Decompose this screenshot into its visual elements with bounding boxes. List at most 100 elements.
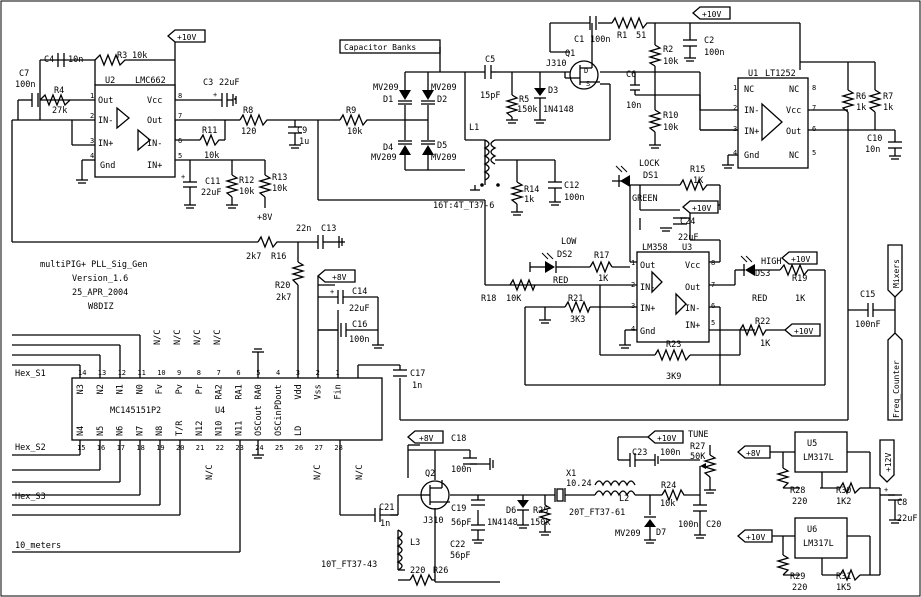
flag-10v-u6-text: +10V: [746, 533, 765, 542]
c5-value: 15pF: [480, 91, 500, 101]
r21-ref: R21: [568, 294, 583, 304]
r31-ref: R31: [836, 572, 851, 582]
r30-value: 1K2: [836, 497, 851, 507]
svg-text:4: 4: [733, 149, 737, 157]
u4-top-pin-label: PDout: [274, 384, 284, 410]
u4-top-pin-label: RA1: [234, 384, 244, 399]
inductor-l3: L3 10T_FT37-43: [321, 529, 420, 571]
c10-value: 10n: [865, 145, 880, 155]
u4-nc-top: N/C: [153, 330, 163, 345]
u4-top-pin-label: Fin: [333, 384, 343, 399]
flag-8v-u4-text: +8V: [332, 273, 347, 282]
led-ds3: HIGH DS3 RED: [735, 255, 781, 304]
u4-top-pin-label: N0: [135, 384, 145, 394]
u4-top-pin-number: 6: [236, 369, 240, 377]
c6-ref: C6: [626, 70, 636, 80]
resistor-r6: R6 1k: [840, 89, 866, 113]
u4-top-pin-number: 13: [98, 369, 106, 377]
flag-8v-u5-text: +8V: [746, 449, 761, 458]
c8-ref: C8: [897, 498, 907, 508]
r12-value: 10k: [239, 187, 254, 197]
r15-ref: R15: [690, 165, 705, 175]
resistor-r28: R28 220: [775, 467, 807, 507]
u4-bottom-pin-number: 22: [216, 444, 224, 452]
d7-value: MV209: [615, 529, 641, 539]
u4-top-pin-label: Vdd: [294, 384, 304, 399]
c17-ref: C17: [410, 369, 425, 379]
u4-bottom-pin-label: N11: [234, 421, 244, 436]
capacitor-c3: C3 22uF +: [203, 78, 239, 107]
c21-value: 1n: [380, 519, 390, 529]
r4-value: 27k: [52, 106, 67, 116]
capacitor-c12: C12 100n: [548, 181, 584, 206]
r16-value: 2k7: [246, 252, 261, 262]
d5-ref: D5: [437, 141, 447, 151]
capacitor-c22: C22 56pF: [450, 524, 485, 561]
q2-wiring: [390, 444, 595, 583]
u4-top-pin-number: 8: [197, 369, 201, 377]
l3-value: 10T_FT37-43: [321, 560, 377, 570]
u3-pin7: Out: [685, 283, 700, 293]
c13-ref: C13: [321, 224, 336, 234]
flag-10v-tune-text: +10V: [657, 434, 676, 443]
u4-bottom-pin-number: 15: [77, 444, 85, 452]
u2-part: LMC662: [135, 76, 166, 86]
c3-ref: C3: [203, 78, 213, 88]
u4-top-pin-label: Pv: [175, 384, 185, 394]
svg-text:+: +: [330, 288, 334, 296]
r20-value: 2k7: [276, 293, 291, 303]
l1-value: 16T:4T_T37-6: [433, 201, 494, 211]
l1-ref: L1: [469, 123, 479, 133]
r25-ref: R25: [533, 506, 548, 516]
net-hex-s1: Hex_S1: [15, 369, 46, 379]
u1-part: LT1252: [765, 69, 796, 79]
c8-value: 22uF: [897, 514, 917, 524]
resistor-r8: R8 120: [239, 106, 270, 137]
resistor-r10: R10 10k: [647, 109, 678, 149]
r7-value: 1k: [883, 103, 893, 113]
svg-text:5: 5: [711, 319, 715, 327]
u4-top-pin-label: Vss: [314, 384, 324, 399]
svg-text:1: 1: [90, 92, 94, 100]
u2-wiring: [11, 40, 510, 286]
svg-text:6: 6: [711, 302, 715, 310]
resistor-r26: 220 R26: [398, 566, 448, 587]
svg-text:7: 7: [812, 104, 816, 112]
supply-flag-10v-u6: +10V: [737, 529, 795, 555]
u4-wiring: [12, 242, 401, 553]
c2-value: 100n: [704, 48, 724, 58]
ds3-value: RED: [752, 294, 767, 304]
flag-10v-r22-text: +10V: [794, 327, 813, 336]
ic-u5: U5 LM317L: [794, 431, 848, 473]
r2-ref: R2: [663, 45, 673, 55]
r24-value: 10k: [660, 499, 675, 509]
q2-value: J310: [423, 516, 443, 526]
u1-wiring: [699, 61, 896, 169]
c18-ref: C18: [451, 434, 466, 444]
u4-bottom-pin-label: N5: [96, 426, 106, 436]
u2-pin7: Out: [147, 116, 162, 126]
u4-bottom-pin-label: OSCin: [274, 410, 284, 436]
ds3-note: HIGH: [761, 257, 781, 267]
u4-top-pin-number: 9: [177, 369, 181, 377]
u3-pin3: IN+: [640, 304, 655, 314]
tune-label: TUNE: [688, 430, 708, 440]
r25-value: 150k: [530, 518, 550, 528]
capacitor-c13: 22n C13: [296, 224, 343, 249]
c12-ref: C12: [564, 181, 579, 191]
svg-text:+: +: [884, 486, 888, 494]
resistor-r12: R12 10k: [224, 174, 254, 209]
c16-ref: C16: [352, 320, 367, 330]
schematic-date: 25_APR_2004: [72, 288, 128, 298]
d6-ref: D6: [506, 506, 516, 516]
supply-flag-8v-u4: +8V: [317, 269, 356, 285]
r29-value: 220: [792, 583, 807, 593]
r28-ref: R28: [790, 486, 805, 496]
c20-value: 100n: [678, 520, 698, 530]
resistor-r25: R25 150k: [530, 504, 553, 536]
svg-text:D: D: [584, 67, 588, 75]
u4-top-pin-number: 14: [78, 369, 86, 377]
r10-ref: R10: [663, 111, 678, 121]
r21-value: 3K3: [570, 315, 585, 325]
c2-ref: C2: [704, 36, 714, 46]
